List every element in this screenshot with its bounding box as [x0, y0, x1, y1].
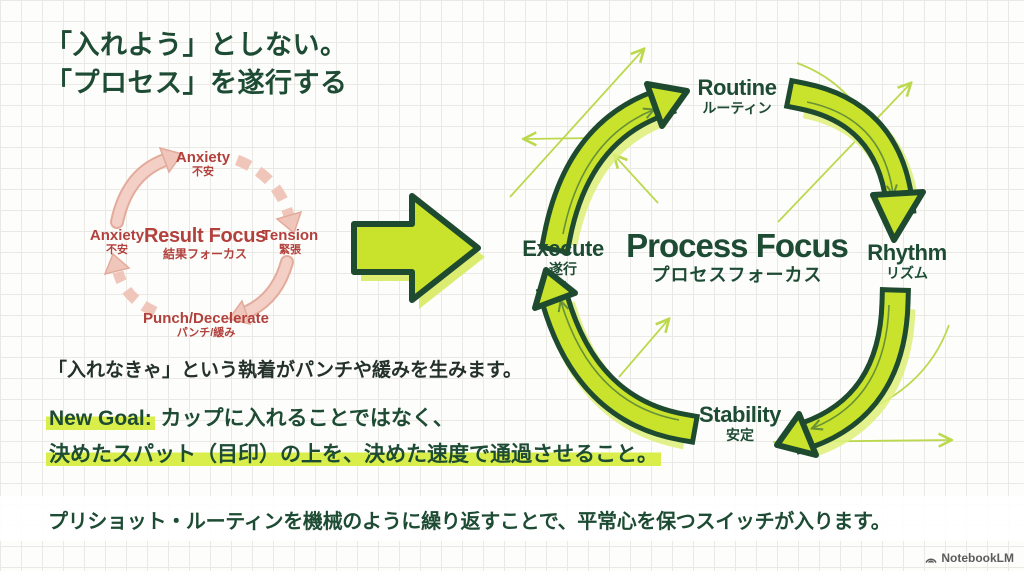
- new-goal-block: New Goal: カップに入れることではなく、 決めたスパット（目印）の上を、…: [46, 401, 661, 473]
- page-title: 「入れよう」としない。 「プロセス」を遂行する: [45, 26, 348, 103]
- process-node-execute: Execute 遂行: [522, 236, 604, 277]
- process-node-routine: Routine ルーティン: [697, 75, 776, 116]
- node-label-en: Punch/Decelerate: [143, 310, 269, 327]
- observation-text: 「入れなきゃ」という執着がパンチや緩みを生みます。: [48, 360, 523, 381]
- result-focus-label-ja: 結果フォーカス: [162, 247, 248, 261]
- node-label-en: Rhythm: [867, 240, 947, 265]
- new-goal-text: カップに入れることではなく、: [154, 407, 454, 430]
- process-focus-label: Process Focus: [626, 227, 849, 264]
- node-label-en: Stability: [699, 402, 781, 427]
- process-focus-diagram: Routine ルーティン Rhythm リズム Stability 安定 Ex…: [495, 42, 1024, 464]
- page-title-line2: 「プロセス」を遂行する: [45, 68, 348, 99]
- notebooklm-label: NotebookLM: [941, 551, 1014, 565]
- notebooklm-icon: [925, 558, 937, 563]
- result-node-anxiety-top: Anxiety 不安: [176, 149, 230, 179]
- node-label-en: Execute: [522, 236, 604, 261]
- node-label-en: Anxiety: [89, 227, 145, 244]
- process-node-rhythm: Rhythm リズム: [867, 240, 947, 281]
- node-label-ja: 不安: [106, 244, 128, 257]
- node-label-ja: 遂行: [549, 261, 577, 278]
- process-focus-label-ja: プロセスフォーカス: [651, 264, 823, 285]
- new-goal-line1: New Goal: カップに入れることではなく、: [46, 401, 661, 437]
- result-focus-label: Result Focus: [144, 225, 266, 247]
- result-node-tension: Tension 緊張: [262, 227, 318, 257]
- new-goal-line2-text: 決めたスパット（目印）の上を、決めた速度で通過させること。: [46, 443, 661, 466]
- node-label-ja: 安定: [725, 427, 754, 444]
- page-title-line1: 「入れよう」としない。: [45, 30, 348, 60]
- node-label-ja: 緊張: [278, 244, 301, 257]
- footer-band: [0, 496, 1024, 541]
- process-diagram-title: Process Focus プロセスフォーカス: [626, 227, 849, 286]
- result-focus-diagram: Anxiety 不安 Tension 緊張 Punch/Decelerate パ…: [85, 140, 335, 350]
- node-label-ja: 不安: [192, 166, 214, 179]
- footer-text: プリショット・ルーティンを機械のように繰り返すことで、平常心を保つスイッチが入り…: [48, 511, 891, 533]
- result-diagram-title: Result Focus 結果フォーカス: [144, 225, 266, 262]
- transition-arrow-icon: [351, 193, 485, 309]
- result-cycle-arrows-icon: [103, 146, 303, 326]
- node-label-ja: パンチ/緩み: [176, 327, 236, 340]
- node-label-ja: リズム: [886, 265, 928, 282]
- new-goal-line2: 決めたスパット（目印）の上を、決めた速度で通過させること。: [46, 437, 661, 473]
- process-node-stability: Stability 安定: [699, 402, 781, 443]
- notebooklm-branding: NotebookLM: [924, 551, 1014, 565]
- node-label-en: Routine: [697, 75, 777, 100]
- node-label-en: Tension: [261, 227, 319, 244]
- node-label-ja: ルーティン: [702, 100, 772, 117]
- node-label-en: Anxiety: [175, 149, 231, 166]
- result-node-anxiety-left: Anxiety 不安: [90, 227, 144, 257]
- result-node-punch-decelerate: Punch/Decelerate パンチ/緩み: [143, 310, 269, 340]
- process-cycle-arrows-icon: [509, 42, 1024, 458]
- new-goal-label: New Goal:: [46, 407, 155, 430]
